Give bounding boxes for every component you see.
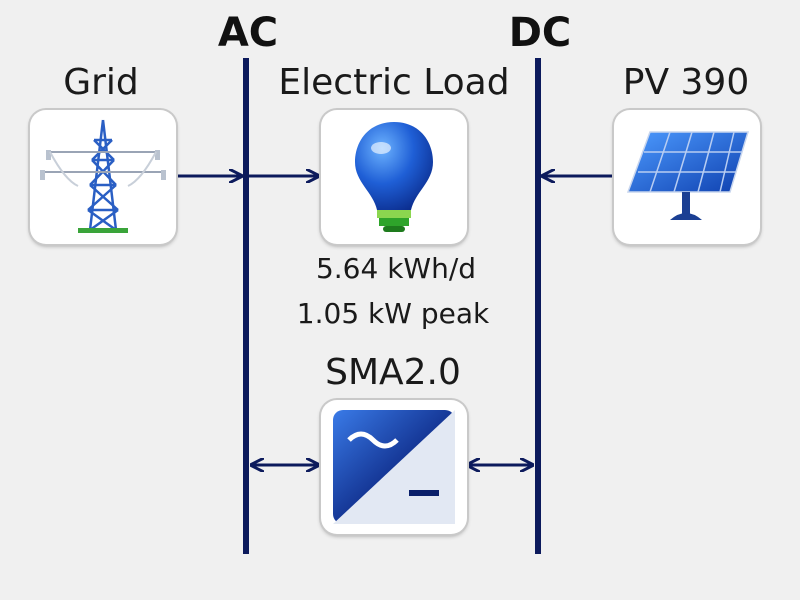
ac-bus-label: AC [217, 10, 279, 56]
light-bulb-icon [355, 122, 433, 232]
dc-bus-line[interactable] [535, 58, 541, 554]
ac-bus-line[interactable] [243, 58, 249, 554]
electric-load-tile[interactable] [321, 110, 467, 244]
pv-tile[interactable] [614, 110, 760, 244]
electric-load-label: Electric Load [278, 62, 510, 103]
grid-label: Grid [63, 62, 139, 103]
ac-dc-converter-icon [333, 410, 455, 524]
dc-bus-label: DC [508, 10, 572, 56]
grid-tile[interactable] [30, 110, 176, 244]
converter-label: SMA2.0 [325, 352, 461, 393]
load-peak-value: 1.05 kW peak [296, 297, 490, 330]
solar-panel-icon [626, 131, 750, 220]
transmission-tower-icon [40, 119, 166, 233]
load-energy-value: 5.64 kWh/d [315, 252, 477, 285]
pv-label: PV 390 [622, 62, 750, 103]
converter-tile[interactable] [321, 400, 467, 534]
